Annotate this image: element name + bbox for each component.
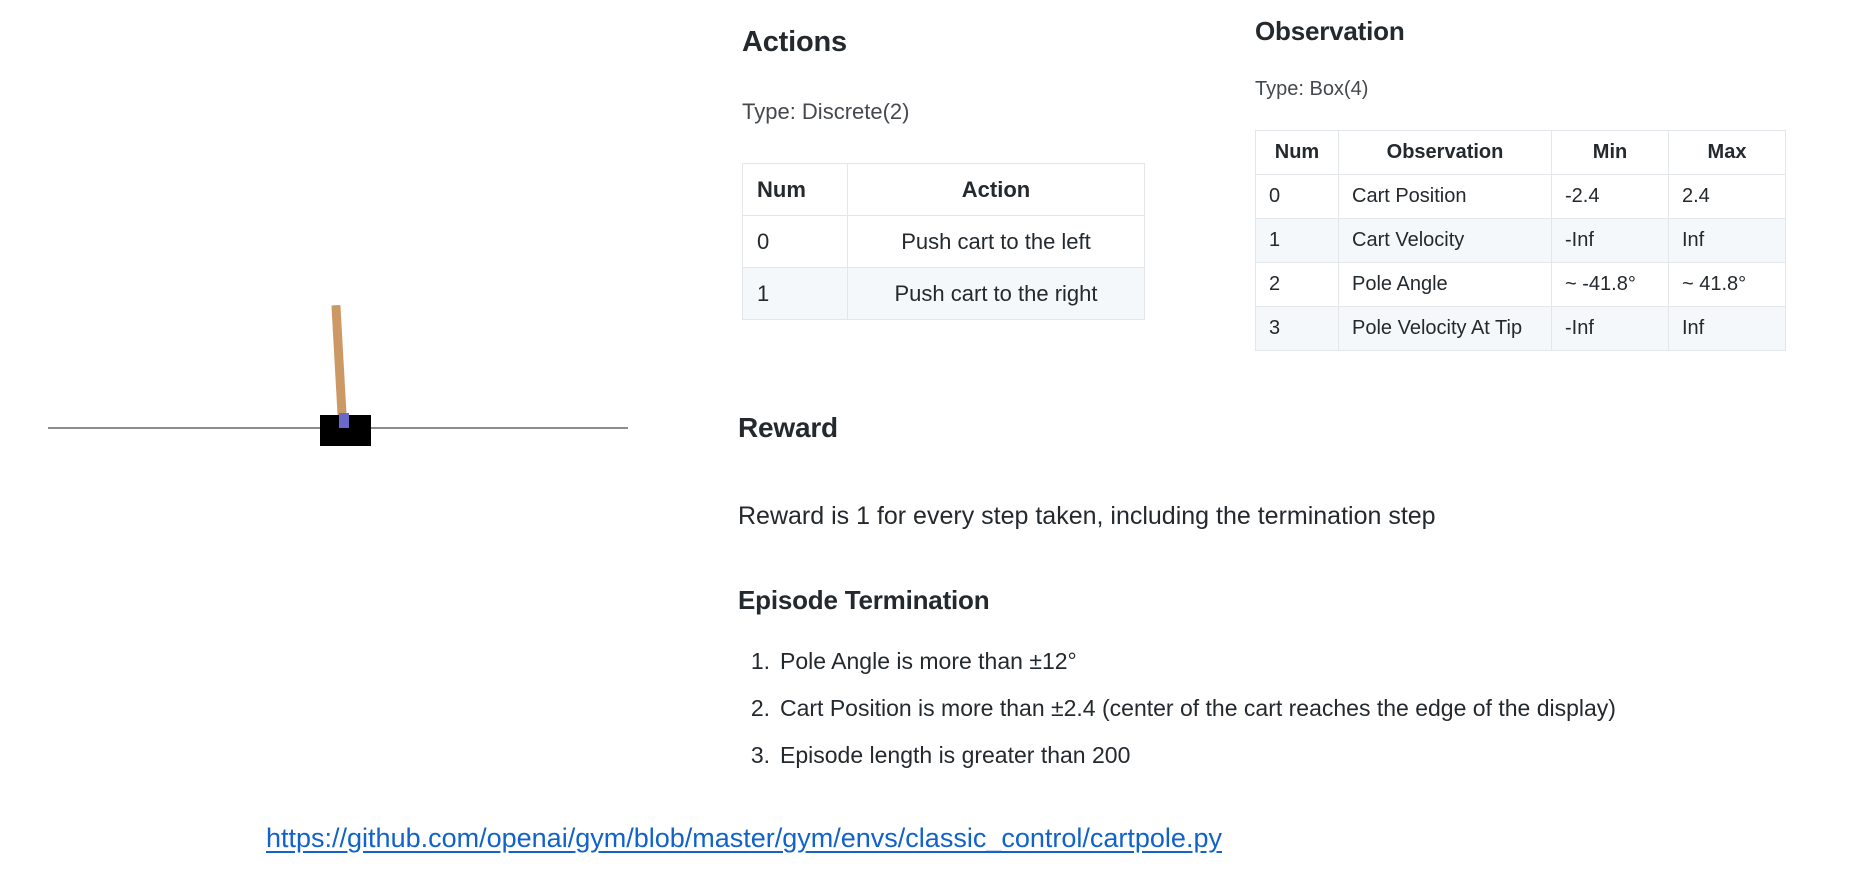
table-header-row: Num Action — [742, 163, 1145, 216]
actions-column-num: Num — [742, 163, 848, 216]
observation-column-observation: Observation — [1338, 130, 1552, 175]
episode-termination-list: 1. Pole Angle is more than ±12° 2. Cart … — [738, 648, 1616, 789]
observation-cell-name: Cart Position — [1338, 174, 1552, 219]
observation-cell-num: 2 — [1255, 262, 1339, 307]
table-row: 3 Pole Velocity At Tip -Inf Inf — [1255, 306, 1786, 351]
observation-cell-num: 0 — [1255, 174, 1339, 219]
table-row: 0 Cart Position -2.4 2.4 — [1255, 174, 1786, 219]
actions-type-label: Type: Discrete(2) — [742, 99, 910, 124]
episode-termination-heading: Episode Termination — [738, 585, 990, 615]
actions-heading: Actions — [742, 26, 847, 58]
actions-cell-num: 1 — [742, 267, 848, 320]
observation-cell-min: ~ -41.8° — [1551, 262, 1669, 307]
table-row: 1 Cart Velocity -Inf Inf — [1255, 218, 1786, 263]
actions-cell-action: Push cart to the right — [847, 267, 1145, 320]
observation-cell-num: 1 — [1255, 218, 1339, 263]
observation-heading: Observation — [1255, 16, 1405, 46]
list-item-text: Episode length is greater than 200 — [780, 742, 1131, 768]
observation-column-min: Min — [1551, 130, 1669, 175]
observation-table: Num Observation Min Max 0 Cart Position … — [1255, 130, 1786, 351]
list-item: 1. Pole Angle is more than ±12° — [738, 648, 1616, 695]
actions-cell-num: 0 — [742, 215, 848, 268]
observation-type-label: Type: Box(4) — [1255, 78, 1369, 100]
list-item-marker: 1. — [750, 648, 770, 674]
pole-icon — [331, 304, 347, 424]
observation-cell-name: Cart Velocity — [1338, 218, 1552, 263]
pole-axle-icon — [339, 413, 349, 428]
observation-cell-num: 3 — [1255, 306, 1339, 351]
list-item-marker: 3. — [750, 742, 770, 768]
observation-cell-max: Inf — [1668, 218, 1786, 263]
observation-cell-min: -2.4 — [1551, 174, 1669, 219]
list-item-marker: 2. — [750, 695, 770, 721]
observation-column-max: Max — [1668, 130, 1786, 175]
source-code-link[interactable]: https://github.com/openai/gym/blob/maste… — [266, 823, 1222, 853]
list-item-text: Cart Position is more than ±2.4 (center … — [780, 695, 1616, 721]
reward-heading: Reward — [738, 412, 838, 443]
observation-cell-max: 2.4 — [1668, 174, 1786, 219]
table-header-row: Num Observation Min Max — [1255, 130, 1786, 175]
actions-cell-action: Push cart to the left — [847, 215, 1145, 268]
table-row: 0 Push cart to the left — [742, 215, 1145, 268]
observation-cell-name: Pole Angle — [1338, 262, 1552, 307]
observation-cell-max: Inf — [1668, 306, 1786, 351]
list-item: 2. Cart Position is more than ±2.4 (cent… — [738, 695, 1616, 742]
observation-cell-min: -Inf — [1551, 306, 1669, 351]
observation-cell-name: Pole Velocity At Tip — [1338, 306, 1552, 351]
actions-column-action: Action — [847, 163, 1145, 216]
reward-description: Reward is 1 for every step taken, includ… — [738, 502, 1436, 530]
observation-column-num: Num — [1255, 130, 1339, 175]
observation-cell-max: ~ 41.8° — [1668, 262, 1786, 307]
actions-table: Num Action 0 Push cart to the left 1 Pus… — [742, 163, 1145, 320]
observation-cell-min: -Inf — [1551, 218, 1669, 263]
table-row: 2 Pole Angle ~ -41.8° ~ 41.8° — [1255, 262, 1786, 307]
list-item-text: Pole Angle is more than ±12° — [780, 648, 1077, 674]
list-item: 3. Episode length is greater than 200 — [738, 742, 1616, 789]
table-row: 1 Push cart to the right — [742, 267, 1145, 320]
cartpole-environment-illustration — [0, 250, 660, 480]
